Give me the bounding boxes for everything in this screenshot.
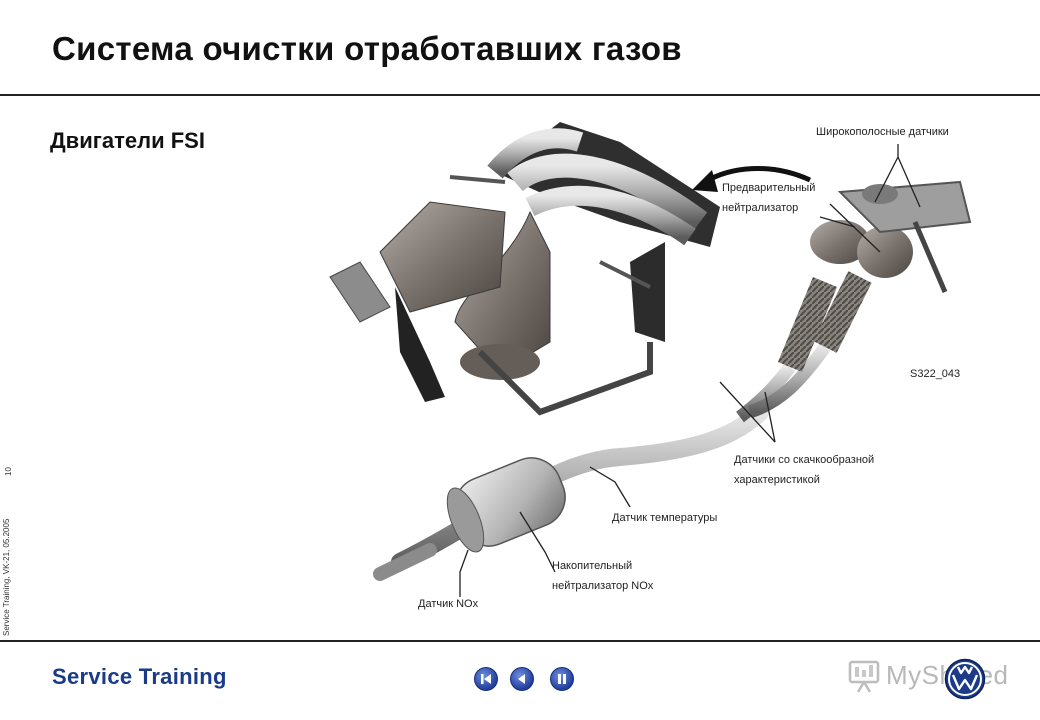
- label-wideband-sensors: Широкополосные датчики: [816, 126, 949, 138]
- label-step-sensors-line2: характеристикой: [734, 474, 820, 486]
- label-precat-line2: нейтрализатор: [722, 202, 799, 214]
- label-precat-line1: Предварительный: [722, 182, 816, 194]
- pause-button[interactable]: [550, 667, 574, 691]
- previous-slide-button[interactable]: [510, 667, 534, 691]
- page-number: 10: [4, 467, 13, 476]
- footer-divider: [0, 640, 1040, 642]
- exhaust-drawing: [329, 122, 972, 597]
- vw-logo-icon: [944, 658, 986, 700]
- brand-name: Service Training: [52, 664, 227, 689]
- label-step-sensors-line1: Датчики со скачкообразной: [734, 454, 875, 466]
- pause-icon: [558, 674, 566, 684]
- label-temp-sensor: Датчик температуры: [612, 512, 718, 524]
- slide-subtitle: Двигатели FSI: [50, 128, 205, 153]
- diagram-code: S322_043: [910, 368, 961, 380]
- label-storage-cat-line2: нейтрализатор NOx: [552, 580, 654, 592]
- exhaust-system-illustration: Широкополосные датчики Предварительный н…: [320, 112, 1020, 622]
- slide-title: Система очистки отработавших газов: [52, 30, 682, 67]
- label-storage-cat-line1: Накопительный: [552, 560, 633, 572]
- label-nox-sensor: Датчик NOx: [418, 598, 479, 610]
- first-slide-button[interactable]: [474, 667, 498, 691]
- side-meta-text: Service Training, VK-21, 05.2005: [2, 518, 11, 636]
- previous-slide-icon: [518, 674, 525, 684]
- title-divider: [0, 94, 1040, 96]
- presentation-icon: [848, 660, 880, 693]
- first-slide-icon: [481, 674, 491, 684]
